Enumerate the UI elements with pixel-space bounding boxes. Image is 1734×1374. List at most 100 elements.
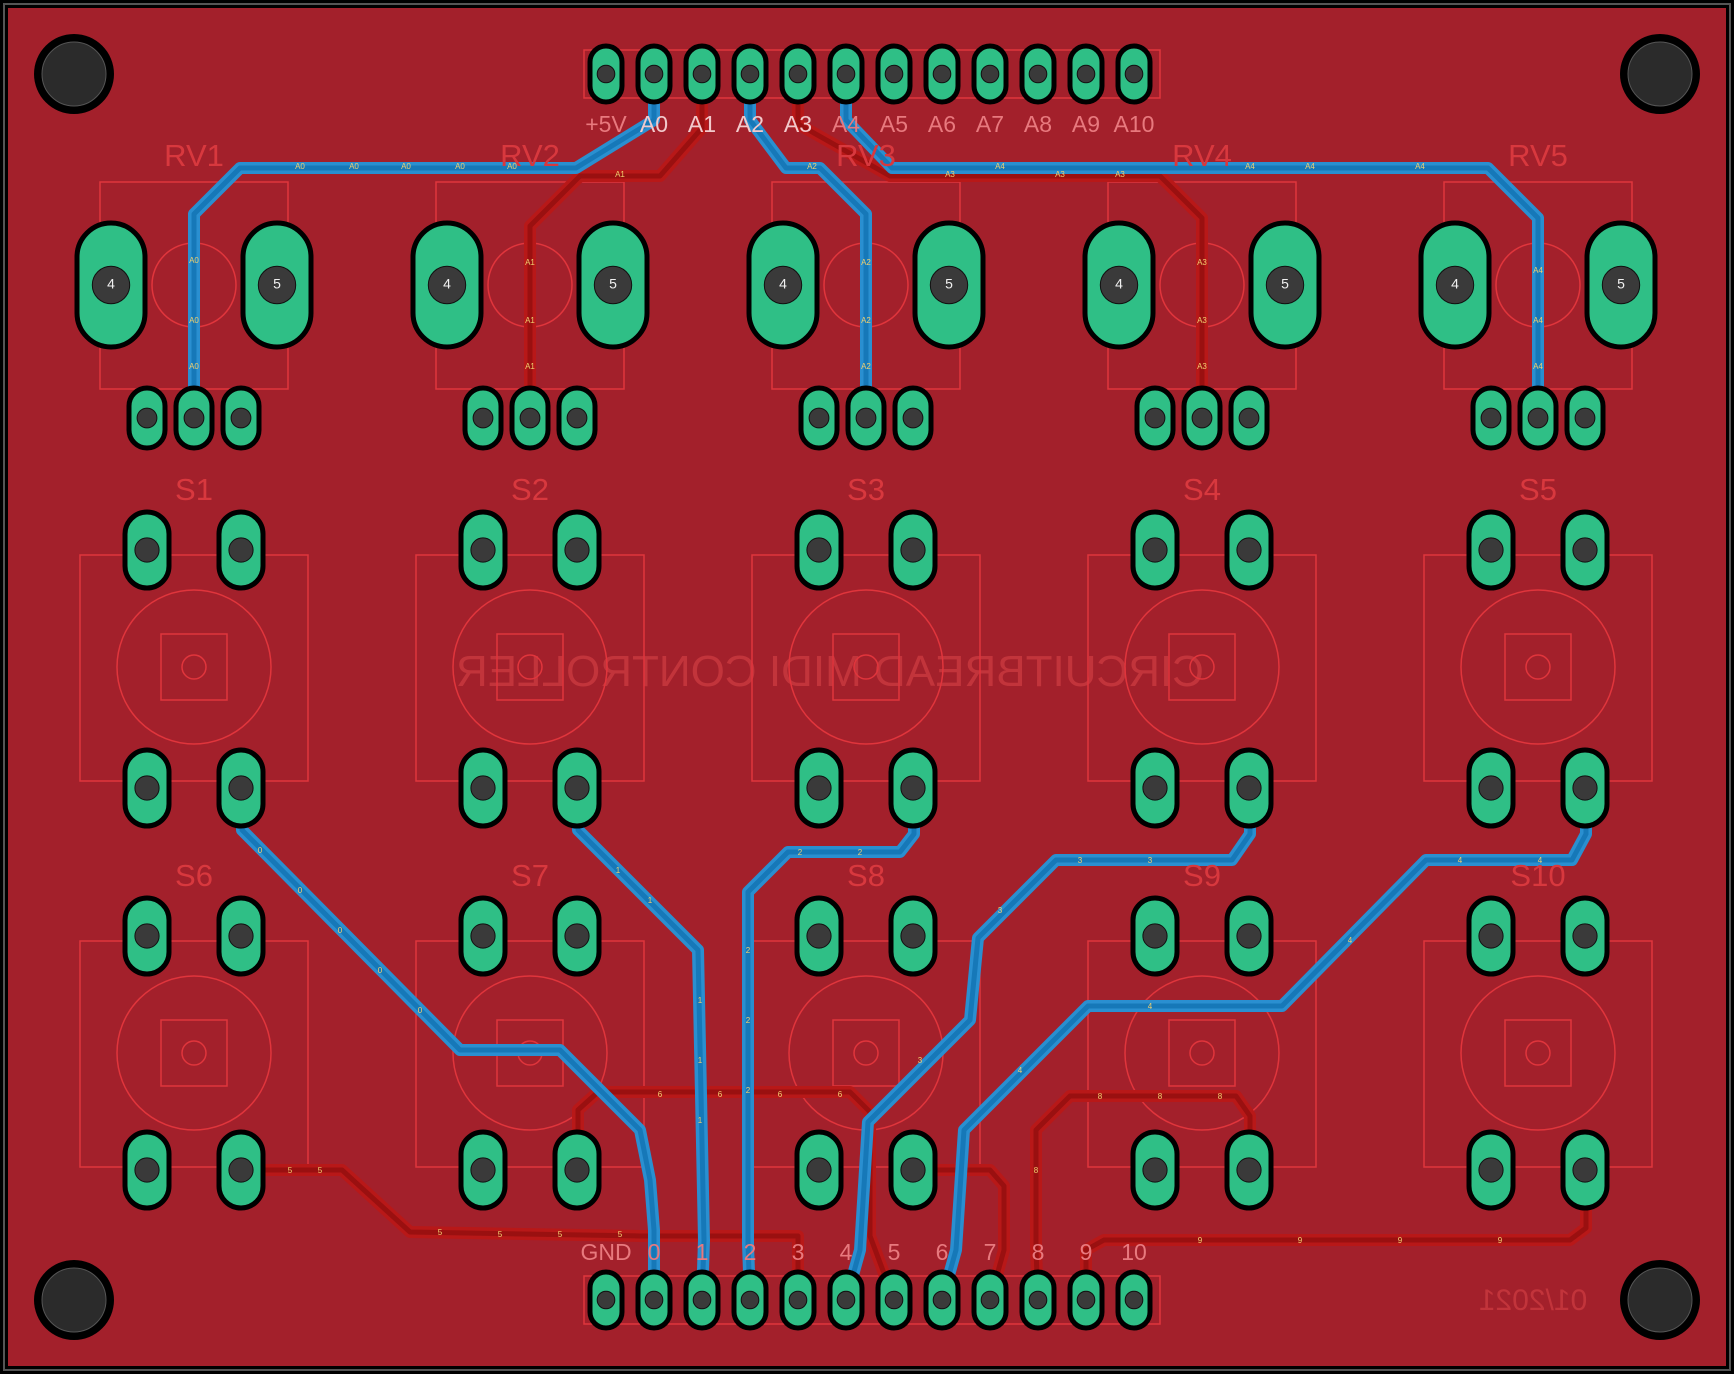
- top-header-pin-drill: [980, 64, 1000, 84]
- trace-d5-core: [239, 1167, 801, 1303]
- silkscreen-title: CIRCUITBREAD MIDI CONTROLLER: [456, 647, 1204, 696]
- pad-number: 5: [273, 276, 281, 292]
- silkscreen-date: 01/2021: [1479, 1284, 1587, 1317]
- pad-number: 5: [1617, 276, 1625, 292]
- net-label: A4: [1415, 162, 1425, 171]
- switch-pad-drill: [1572, 1157, 1598, 1183]
- mounting-hole-drill: [1627, 41, 1693, 107]
- pot-pin-cw-drill: [566, 407, 588, 429]
- top-header-label: A7: [976, 111, 1004, 137]
- trace-d2-core: [745, 785, 917, 1303]
- net-label: A1: [525, 258, 535, 267]
- net-label: 8: [1218, 1092, 1223, 1101]
- top-header-label: A3: [784, 111, 812, 137]
- pad-number: 4: [443, 276, 451, 292]
- switch-pad-drill: [470, 775, 496, 801]
- net-label: 5: [318, 1166, 323, 1175]
- switch-pad-drill: [900, 1157, 926, 1183]
- net-label: 5: [498, 1230, 503, 1239]
- net-label: A3: [1055, 170, 1065, 179]
- pot-reference: RV5: [1508, 138, 1568, 173]
- net-label: A2: [861, 258, 871, 267]
- pot-pin-cw-drill: [1574, 407, 1596, 429]
- switch-pad-drill: [1236, 1157, 1262, 1183]
- switch-pad-drill: [1572, 537, 1598, 563]
- pot-pin-wiper-drill: [1527, 407, 1549, 429]
- net-label: 0: [418, 1006, 423, 1015]
- top-header-label: A2: [736, 111, 764, 137]
- net-label: 8: [1098, 1092, 1103, 1101]
- net-label: 6: [718, 1090, 723, 1099]
- switch-outline: [1087, 940, 1317, 1168]
- trace-d9-core: [1083, 1167, 1589, 1303]
- pot-pin-wiper-drill: [1191, 407, 1213, 429]
- top-header-outline: [583, 49, 1161, 99]
- switch-cap-outline: [452, 589, 608, 745]
- switch-pad-drill: [1236, 775, 1262, 801]
- switch-cap-outline: [1460, 975, 1616, 1131]
- bottom-header-pin-drill: [932, 1290, 952, 1310]
- net-label: 6: [658, 1090, 663, 1099]
- top-header-label: +5V: [585, 111, 627, 137]
- top-header-label: A5: [880, 111, 908, 137]
- net-label: 9: [1398, 1236, 1403, 1245]
- top-header-label: A1: [688, 111, 716, 137]
- switch-plunger-outline: [832, 1019, 900, 1087]
- switch-center-mark: [181, 654, 207, 680]
- net-label: 4: [1538, 856, 1543, 865]
- switch-center-mark: [181, 1040, 207, 1066]
- net-label: 2: [798, 848, 803, 857]
- switch-reference: S8: [847, 858, 885, 893]
- bottom-header-label: 0: [648, 1239, 661, 1265]
- pad-number: 4: [1115, 276, 1123, 292]
- net-label: A4: [1533, 266, 1543, 275]
- net-label: 8: [1034, 1166, 1039, 1175]
- net-label: 4: [1348, 936, 1353, 945]
- pot-mount-pad-right-drill: [257, 265, 297, 305]
- bottom-header-pin-drill: [788, 1290, 808, 1310]
- switch-pad-drill: [228, 775, 254, 801]
- switch-pad-drill: [900, 537, 926, 563]
- board-edge: [3, 3, 1731, 1371]
- switch-pad-drill: [134, 775, 160, 801]
- switch-cap-outline: [452, 975, 608, 1131]
- switch-outline: [751, 554, 981, 782]
- pot-mount-pad-left-drill: [427, 265, 467, 305]
- top-header-label: A10: [1114, 111, 1155, 137]
- net-label: A2: [807, 162, 817, 171]
- switch-pad-drill: [1142, 923, 1168, 949]
- trace-d8-core: [1033, 1093, 1253, 1303]
- switch-cap-outline: [1124, 975, 1280, 1131]
- pot-pin-ccw-drill: [136, 407, 158, 429]
- switch-plunger-outline: [832, 633, 900, 701]
- net-label: 1: [698, 1116, 703, 1125]
- switch-pad-drill: [1572, 923, 1598, 949]
- pot-pin-ccw-drill: [1480, 407, 1502, 429]
- bottom-header-label: GND: [580, 1239, 631, 1265]
- pot-pin-wiper-drill: [855, 407, 877, 429]
- switch-pad-drill: [1478, 537, 1504, 563]
- switch-cap-outline: [116, 589, 272, 745]
- pot-pin-cw-drill: [902, 407, 924, 429]
- bottom-header-label: 8: [1032, 1239, 1045, 1265]
- switch-outline: [1423, 940, 1653, 1168]
- net-label: 6: [778, 1090, 783, 1099]
- switch-plunger-outline: [1504, 1019, 1572, 1087]
- net-label: 6: [838, 1090, 843, 1099]
- net-label: A1: [525, 316, 535, 325]
- trace-a0-core: [191, 71, 657, 421]
- trace-a4-core: [843, 71, 1541, 421]
- switch-reference: S3: [847, 472, 885, 507]
- top-header-pin-drill: [884, 64, 904, 84]
- trace-d4-core: [939, 785, 1589, 1303]
- top-header-label: A6: [928, 111, 956, 137]
- pot-mount-pad-right-drill: [1265, 265, 1305, 305]
- switch-reference: S10: [1510, 858, 1565, 893]
- net-label: A1: [525, 362, 535, 371]
- bottom-header-label: 9: [1080, 1239, 1093, 1265]
- top-header-label: A9: [1072, 111, 1100, 137]
